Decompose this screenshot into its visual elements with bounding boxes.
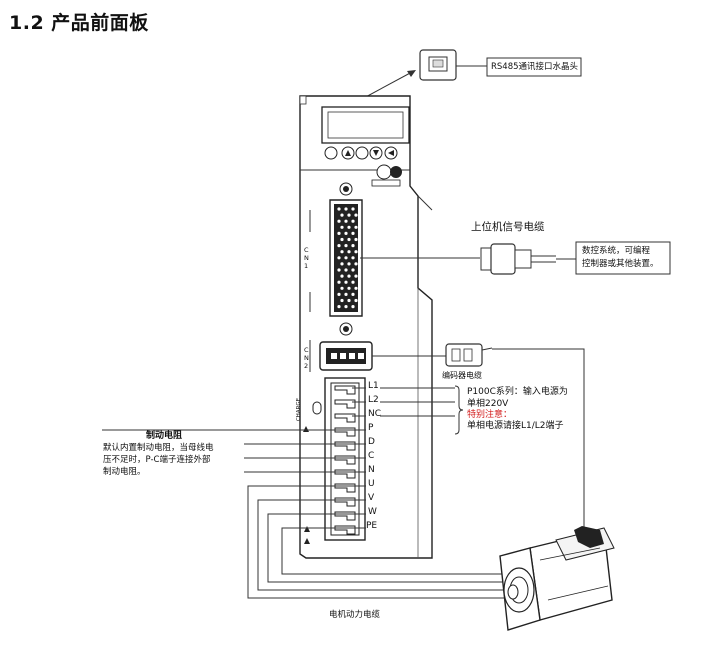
cn1-pin (344, 268, 348, 272)
charge-label: CHARGE (296, 397, 303, 422)
cn1-pin (354, 225, 358, 229)
cn1-pin (337, 305, 341, 309)
cn1-pin (340, 286, 344, 290)
cn1-pin (340, 225, 344, 229)
terminal-slot (334, 385, 356, 395)
cn1-pin (351, 256, 355, 260)
cn1-pin (347, 225, 351, 229)
upper-note-line2: 控制器或其他装置。 (582, 259, 659, 269)
cn1-pin (337, 292, 341, 296)
cn1-pin (337, 256, 341, 260)
upper-note-box (575, 241, 671, 275)
cn1-pin (351, 280, 355, 284)
cn1-pin (344, 256, 348, 260)
brake-line3: 制动电阻。 (103, 467, 146, 477)
cn1-pin (337, 219, 341, 223)
cn1-pin (340, 237, 344, 242)
cn1-pin (354, 286, 358, 290)
cn1-pin (351, 292, 355, 296)
motor-cable-label: 电机动力电缆 (329, 610, 381, 620)
cn1-pin (337, 280, 341, 284)
cn1-pin (337, 268, 341, 272)
terminal-label-p: P (368, 423, 374, 433)
cn1-pin (340, 213, 344, 217)
cn1-pin (344, 244, 348, 248)
cn1-pin (337, 244, 341, 248)
terminal-label-v: V (368, 493, 375, 503)
cn1-pin (351, 231, 355, 235)
terminal-label-l2: L2 (368, 395, 379, 405)
brake-title: 制动电阻 (146, 431, 183, 441)
terminal-slot (334, 399, 356, 409)
terminal-label-u: U (368, 479, 375, 489)
cn1-pin (344, 219, 348, 223)
upper-cable-title: 上位机信号电缆 (471, 221, 545, 233)
encoder-plug-icon (445, 343, 493, 367)
cn1-pin (347, 250, 351, 254)
power-note-warning: 特别注意： (467, 410, 513, 420)
page-title: 1.2 产品前面板 (9, 12, 149, 34)
cn1-pin (351, 305, 355, 309)
cn1-pin (337, 207, 341, 211)
rs485-connector-icon (419, 49, 457, 81)
cn1-pin (347, 274, 351, 278)
cn1-pin (354, 262, 358, 266)
cn1-label: CN 1 (304, 246, 309, 270)
encoder-cable-label: 编码器电缆 (442, 371, 482, 380)
cn1-pin (347, 298, 351, 303)
rs485-label-box (486, 57, 582, 77)
terminal-label-pe: PE (366, 521, 378, 531)
cn1-pin (351, 268, 355, 272)
cn1-pin (344, 207, 348, 211)
power-note-line1: P100C系列：输入电源为 (467, 387, 568, 397)
servo-motor-icon (499, 526, 615, 631)
cn1-pin (354, 298, 358, 303)
terminal-label-n: N (368, 465, 375, 475)
cn1-pin (351, 244, 355, 248)
power-note-line2: 单相220V (467, 399, 509, 409)
terminal-label-l1: L1 (368, 381, 379, 391)
cn1-pin (344, 280, 348, 284)
cn1-pin (340, 250, 344, 254)
rs485-label: RS485通讯接口水晶头 (491, 62, 579, 72)
db-cable-connector-icon (480, 243, 556, 275)
terminal-label-d: D (368, 437, 375, 447)
cn1-pin (344, 305, 348, 309)
terminal-slot (334, 413, 356, 423)
cn1-pin (351, 219, 355, 223)
cn1-pin (354, 213, 358, 217)
cn1-pin (347, 213, 351, 217)
cn1-pin (347, 262, 351, 266)
terminal-label-nc: NC (368, 409, 382, 419)
cn1-pin (354, 250, 358, 254)
power-note-line3: 单相电源请接L1/L2端子 (467, 421, 564, 431)
cn1-pin (344, 231, 348, 235)
cn1-pin (340, 262, 344, 266)
cn1-pin (351, 207, 355, 211)
brake-line1: 默认内置制动电阻，当母线电 (103, 443, 214, 453)
cn2-label: CN 2 (304, 346, 309, 370)
brake-line2: 压不足时，P-C端子连接外部 (103, 455, 211, 465)
cn1-pin (340, 274, 344, 278)
cn1-pin (337, 231, 341, 235)
cn1-pin (354, 237, 358, 242)
servo-drive-body (299, 95, 433, 559)
cn1-pin (344, 292, 348, 296)
cn1-pin (340, 298, 344, 303)
cn1-pin (354, 274, 358, 278)
cn1-pin (347, 237, 351, 242)
upper-note-line1: 数控系统，可编程 (582, 246, 651, 256)
terminal-label-c: C (368, 451, 375, 461)
terminal-label-w: W (368, 507, 377, 517)
cn1-pin (347, 286, 351, 290)
